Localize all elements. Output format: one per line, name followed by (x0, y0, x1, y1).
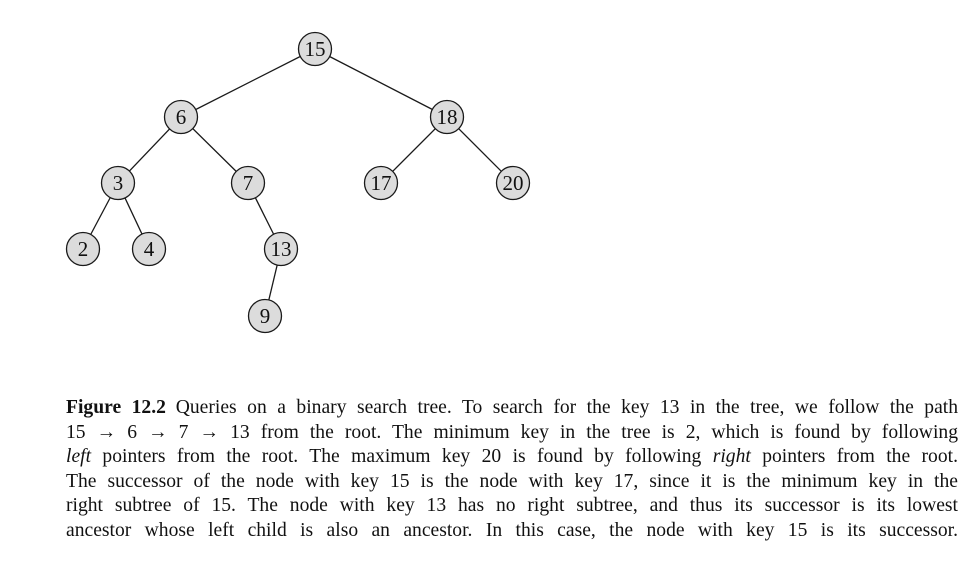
node-key-9: 9 (260, 304, 271, 328)
tree-node-20: 20 (495, 165, 531, 201)
tree-node-7: 7 (230, 165, 266, 201)
node-key-17: 17 (371, 171, 392, 195)
tree-node-17: 17 (363, 165, 399, 201)
tree-node-4: 4 (131, 231, 167, 267)
node-circle-4 (131, 231, 167, 267)
node-circle-20 (495, 165, 531, 201)
node-key-7: 7 (243, 171, 254, 195)
node-circle-9 (247, 298, 283, 334)
caption-line-1: Figure 12.2 Queries on a binary search tr… (66, 396, 958, 421)
node-key-15: 15 (305, 37, 326, 61)
node-circle-18 (429, 99, 465, 135)
node-key-4: 4 (144, 237, 155, 261)
binary-search-tree-diagram: 15 6 18 3 7 17 20 2 4 13 9 (65, 31, 531, 334)
node-key-6: 6 (176, 105, 187, 129)
tree-nodes: 15 6 18 3 7 17 20 2 4 13 9 (65, 31, 531, 334)
caption-line-2: 15 → 6 → 7 → 13 from the root. The minim… (66, 421, 958, 443)
node-circle-3 (100, 165, 136, 201)
node-circle-2 (65, 231, 101, 267)
figure-label: Figure 12.2 (66, 397, 166, 418)
edge-n15-n6 (180, 48, 316, 118)
caption-line-1-text: Queries on a binary search tree. To sear… (175, 397, 959, 418)
tree-node-3: 3 (100, 165, 136, 201)
node-circle-13 (263, 231, 299, 267)
node-key-13: 13 (271, 237, 292, 261)
node-circle-6 (163, 99, 199, 135)
tree-node-15: 15 (297, 31, 333, 67)
caption-em-left: left (66, 446, 92, 468)
tree-node-9: 9 (247, 298, 283, 334)
caption-line-5: right subtree of 15. The node with key 1… (66, 495, 958, 517)
node-key-3: 3 (113, 171, 124, 195)
tree-node-13: 13 (263, 231, 299, 267)
figure-caption: Figure 12.2 Queries on a binary search tr… (66, 396, 958, 544)
node-key-2: 2 (78, 237, 89, 261)
node-key-20: 20 (503, 171, 524, 195)
node-key-18: 18 (437, 105, 458, 129)
caption-line-3-mid: pointers from the root. The maximum key … (91, 446, 713, 468)
edge-n15-n18 (314, 48, 448, 118)
caption-line-3: left pointers from the root. The maximum… (66, 445, 958, 470)
node-circle-7 (230, 165, 266, 201)
tree-node-6: 6 (163, 99, 199, 135)
node-circle-15 (297, 31, 333, 67)
tree-edges (82, 48, 514, 317)
caption-em-right: right (712, 446, 751, 468)
tree-node-18: 18 (429, 99, 465, 135)
caption-line-3-end: pointers from the root. (750, 446, 958, 468)
caption-line-4: The successor of the node with key 15 is… (66, 470, 958, 492)
caption-line-6: ancestor whose left child is also an anc… (66, 519, 958, 541)
tree-node-2: 2 (65, 231, 101, 267)
node-circle-17 (363, 165, 399, 201)
